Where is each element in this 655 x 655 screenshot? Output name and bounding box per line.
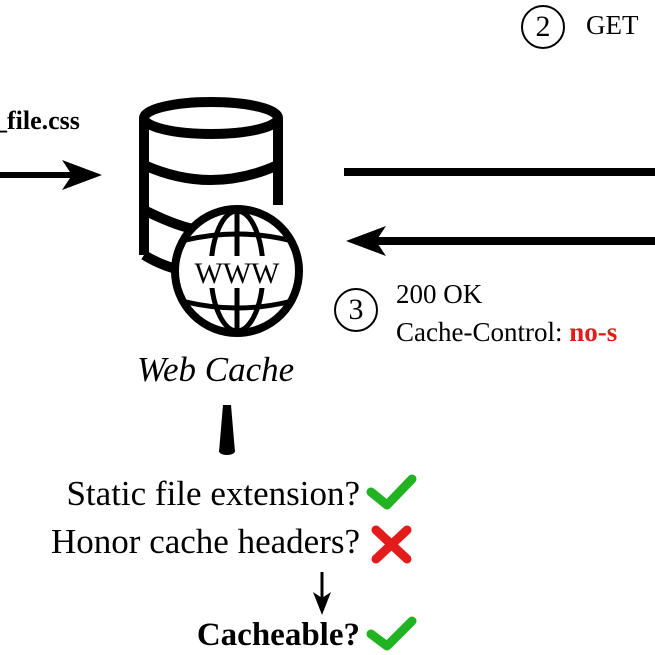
cache-node-label: Web Cache [137, 350, 295, 389]
origin-request-label: GET [586, 10, 639, 40]
check-static-extension: Static file extension? [66, 474, 360, 513]
check-icon-static-extension [366, 474, 417, 510]
request-file-label: _file.css [0, 106, 80, 135]
globe-text: WWW [195, 257, 281, 290]
globe-icon: WWW [171, 205, 303, 337]
check-honor-headers: Honor cache headers? [51, 522, 360, 561]
conclusion-cacheable: Cacheable? [196, 617, 360, 653]
request-arrow [0, 160, 102, 190]
response-status: 200 OK [396, 279, 483, 309]
origin-response-arrow [346, 226, 655, 256]
connector-wedge [219, 405, 235, 455]
step-2-badge: 2 [521, 5, 565, 49]
response-header-name: Cache-Control: [396, 317, 570, 347]
response-header: Cache-Control: no-s [396, 317, 617, 348]
down-arrow [313, 572, 331, 615]
step-3-badge: 3 [334, 288, 378, 332]
cross-icon-cache-headers [371, 525, 412, 564]
response-header-value: no-s [569, 317, 618, 347]
check-icon-cacheable [366, 616, 417, 651]
